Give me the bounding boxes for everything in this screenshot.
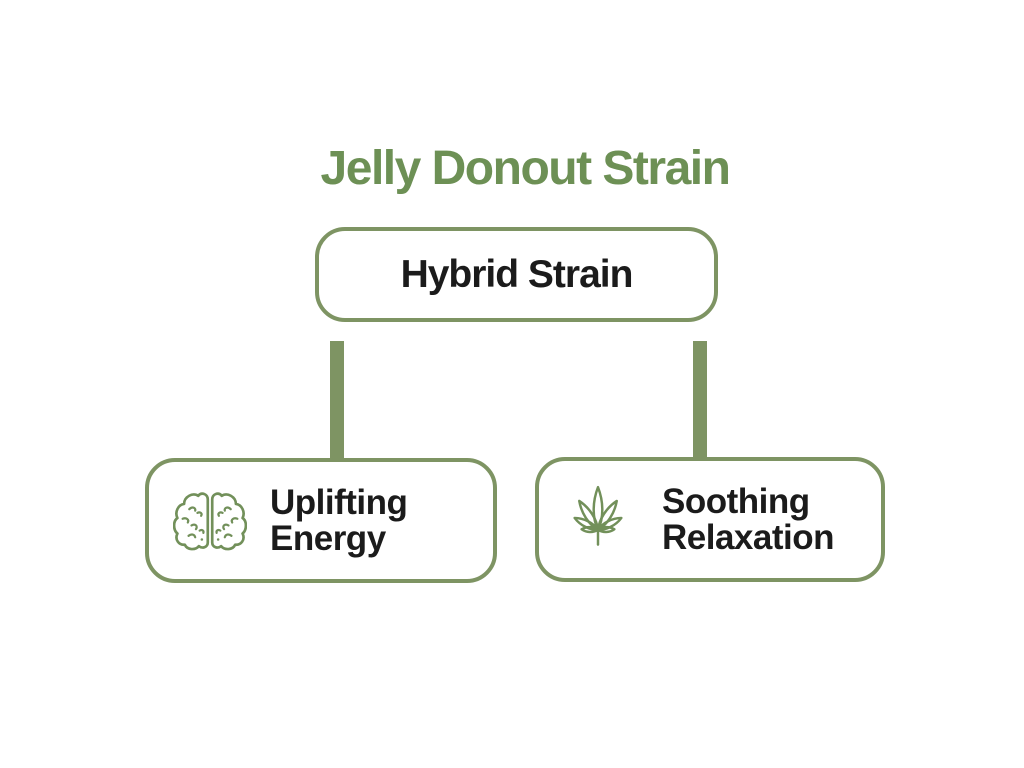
child-label-line2: Energy	[270, 518, 386, 558]
child-node-uplifting-energy: Uplifting Energy	[145, 458, 497, 583]
brain-icon	[173, 484, 247, 558]
child-node-label: Soothing Relaxation	[662, 481, 835, 557]
cannabis-leaf-icon	[557, 479, 639, 561]
page-title: Jelly Donout Strain	[320, 142, 731, 195]
connector-line-right	[693, 341, 707, 462]
child-label-line1: Soothing	[662, 481, 810, 521]
child-node-label: Uplifting Energy	[270, 482, 408, 558]
child-label-line2: Relaxation	[662, 517, 835, 557]
child-label-line1: Uplifting	[270, 482, 408, 522]
root-node-label: Hybrid Strain	[400, 252, 634, 296]
child-node-soothing-relaxation: Soothing Relaxation	[535, 457, 885, 582]
root-node-hybrid-strain: Hybrid Strain	[315, 227, 718, 322]
connector-line-left	[330, 341, 344, 462]
